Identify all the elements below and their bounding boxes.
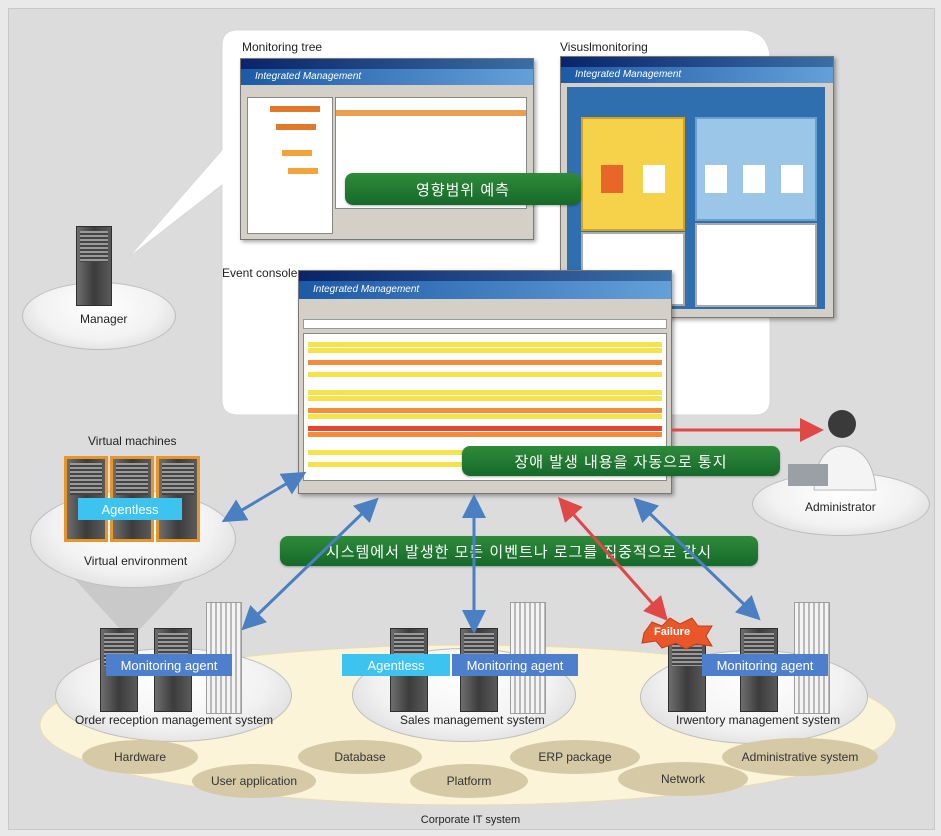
visual-monitoring-window: Integrated Management	[560, 56, 834, 318]
arrow-failure-console	[558, 497, 668, 621]
headquarters-zone	[581, 117, 685, 231]
sales-agentless-tag: Agentless	[342, 654, 450, 676]
sales-monitoring-agent-tag: Monitoring agent	[452, 654, 578, 676]
layer-platform: Platform	[410, 764, 528, 798]
inventory-system-label: Irwentory management system	[676, 713, 841, 727]
event-filter-bar	[303, 319, 667, 329]
arrow-vm-console	[221, 471, 307, 523]
event-console-label: Event console	[222, 266, 298, 280]
manager-label: Manager	[80, 312, 128, 326]
layer-database: Database	[298, 740, 422, 774]
inventory-monitoring-agent-tag: Monitoring agent	[702, 654, 828, 676]
monitoring-tree-label: Monitoring tree	[242, 40, 323, 54]
auto-notify-banner: 장애 발생 내용을 자동으로 통지	[462, 446, 780, 476]
order-system-label: Order reception management system	[75, 713, 274, 727]
factory-zone	[695, 117, 817, 221]
factory-lower-zone	[695, 223, 817, 307]
tree-pane	[247, 97, 333, 234]
impact-prediction-banner: 영향범위 예측	[345, 173, 581, 205]
administrator-label: Administrator	[805, 500, 876, 514]
layer-user-application: User application	[192, 764, 316, 798]
sales-system-label: Sales management system	[400, 713, 545, 727]
layer-erp-package: ERP package	[510, 740, 640, 774]
layer-administrative-system: Administrative system	[722, 738, 878, 776]
layer-network: Network	[618, 762, 748, 796]
visual-canvas	[567, 87, 825, 309]
failure-label: Failure	[654, 626, 691, 638]
event-titlebar	[299, 271, 671, 281]
administrator-icon	[788, 410, 877, 491]
virtual-machines-label: Virtual machines	[88, 434, 177, 448]
virtual-environment-label: Virtual environment	[84, 554, 188, 568]
visual-monitoring-label: Visuslmonitoring	[560, 40, 648, 54]
visual-appbar: Integrated Management	[561, 67, 833, 83]
monitoring-tree-titlebar	[241, 59, 533, 69]
manager-server-icon	[76, 226, 112, 306]
order-monitoring-agent-tag: Monitoring agent	[106, 654, 232, 676]
visual-titlebar	[561, 57, 833, 67]
event-appbar: Integrated Management	[299, 281, 671, 299]
arrow-order-console	[241, 497, 379, 631]
arrow-inventory-console	[633, 497, 761, 621]
corporate-it-system-label: Corporate IT system	[420, 814, 521, 826]
monitoring-tree-appbar: Integrated Management	[241, 69, 533, 85]
vm-agentless-tag: Agentless	[78, 498, 182, 520]
layer-hardware: Hardware	[82, 740, 198, 774]
